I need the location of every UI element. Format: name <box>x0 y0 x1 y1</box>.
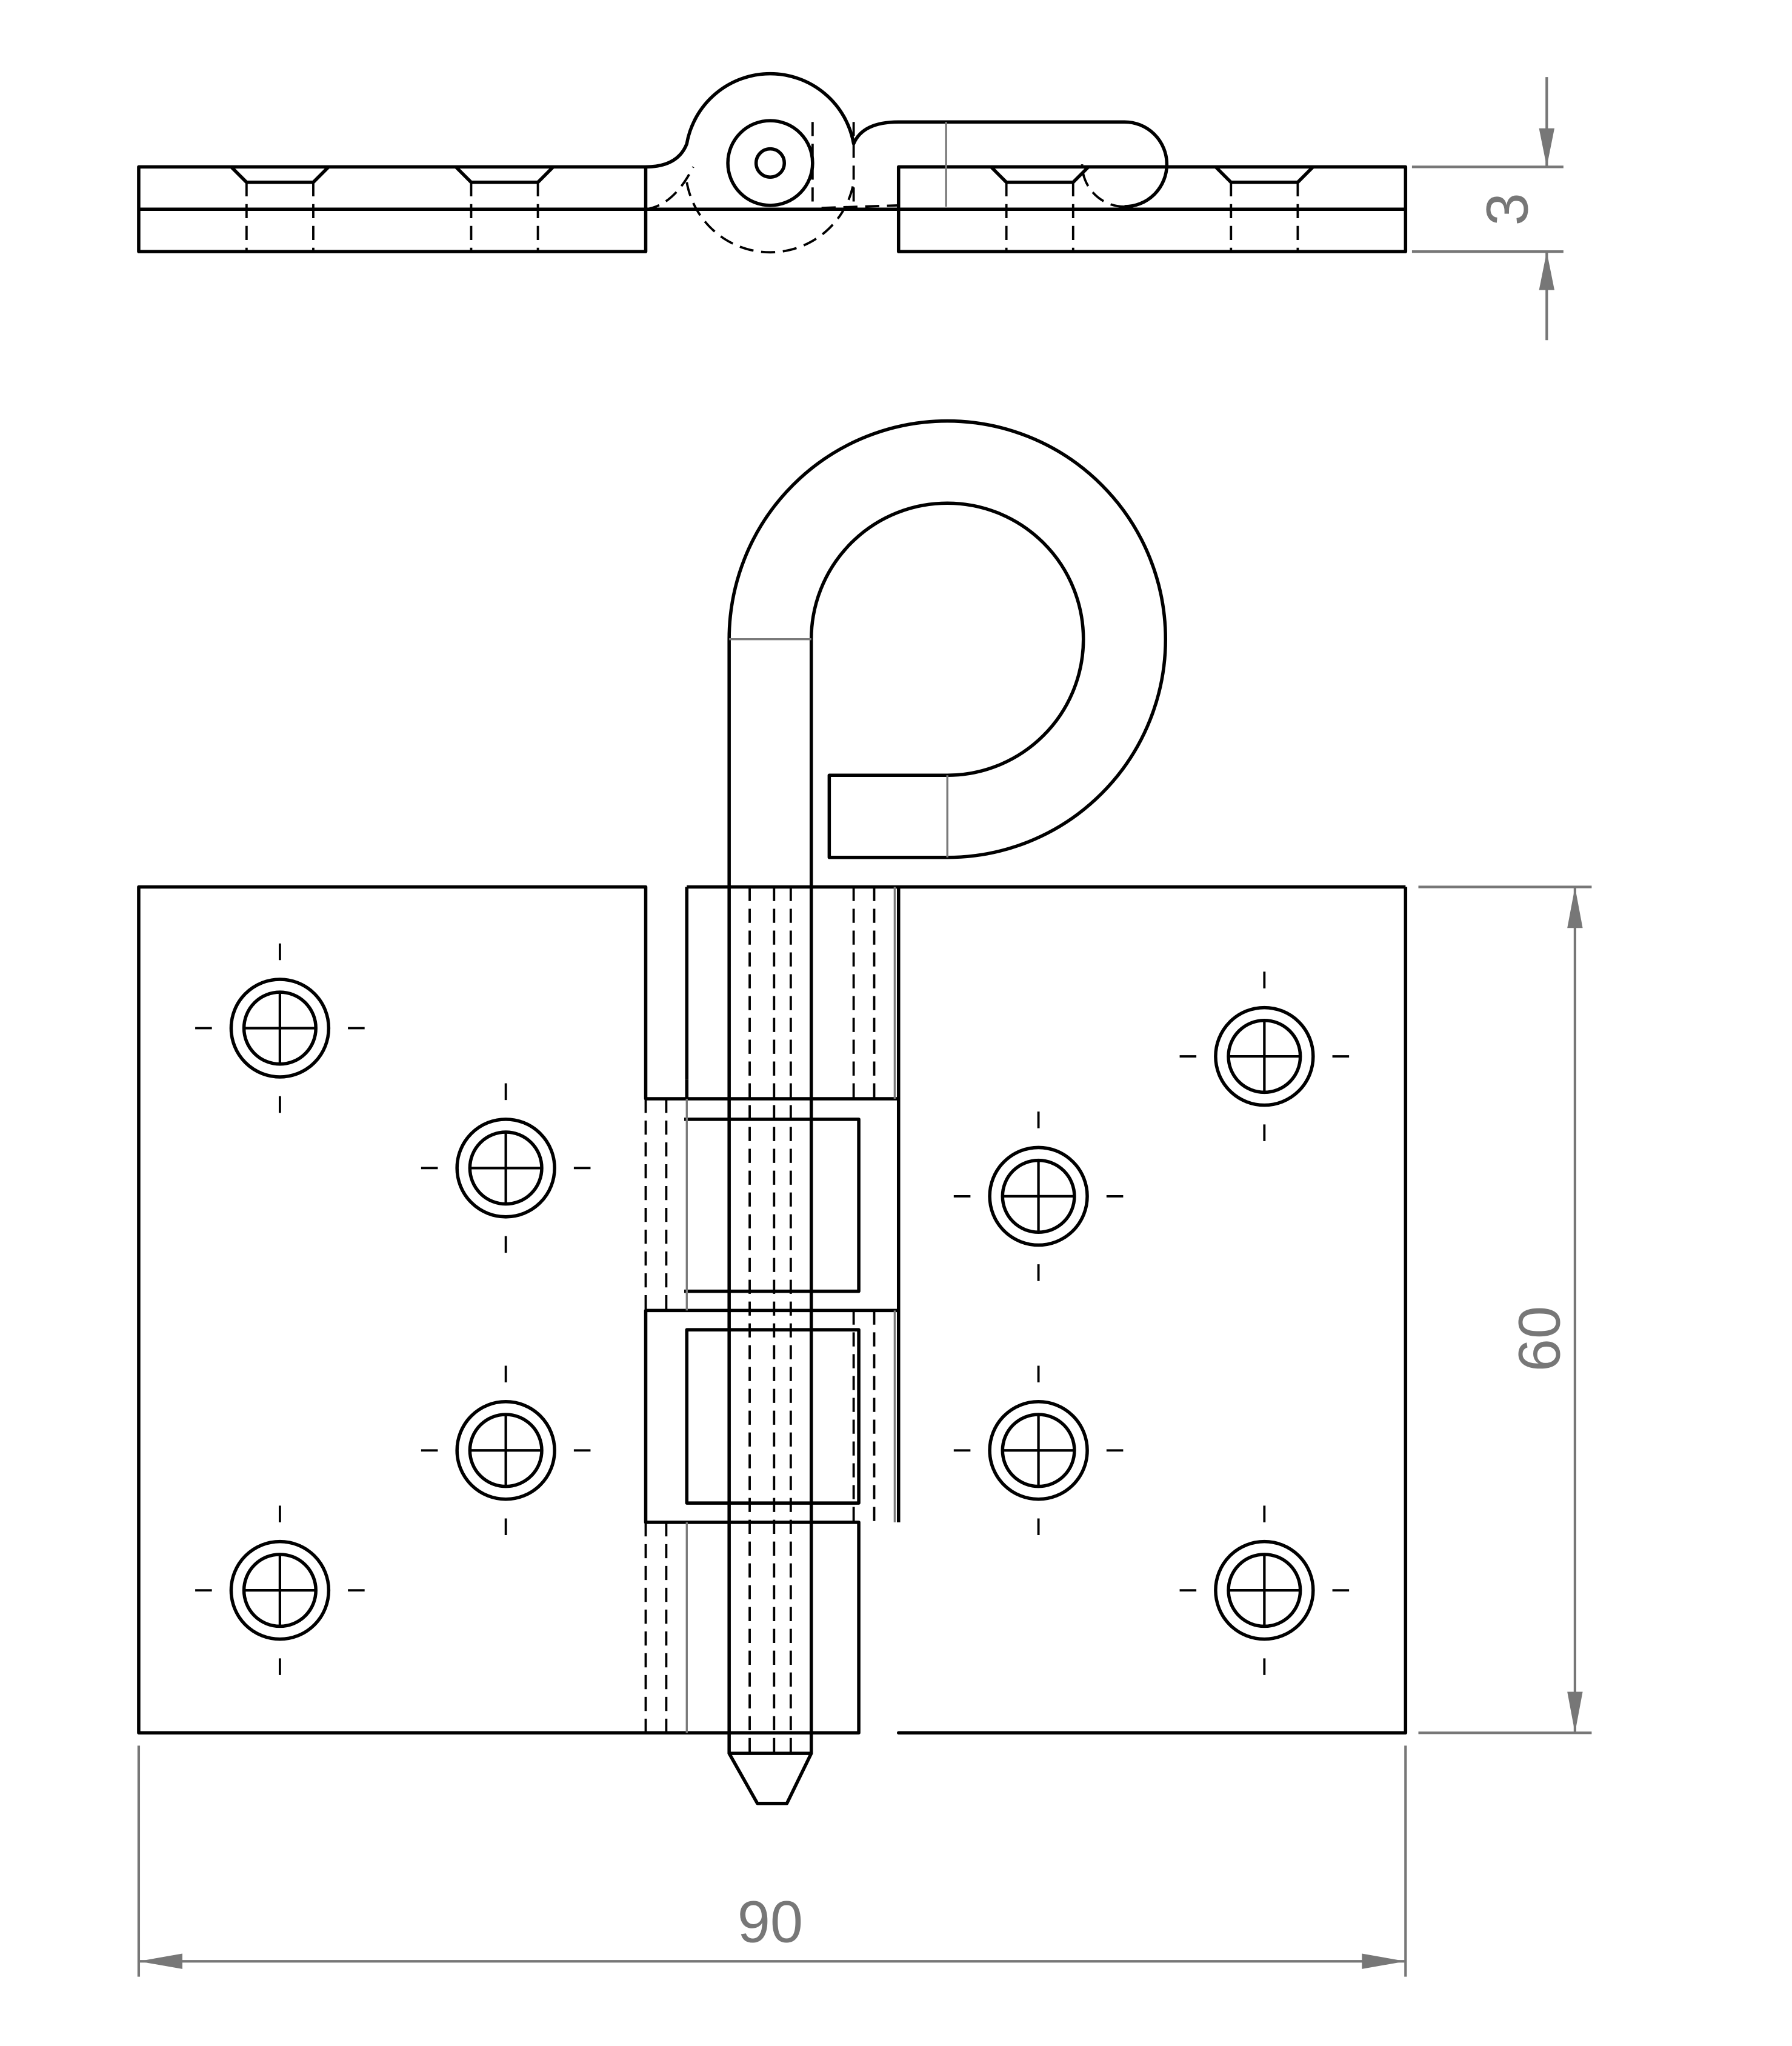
width-dimension: 90 <box>137 1745 1407 1977</box>
screw-holes <box>195 943 1350 1675</box>
top-view-pin-hole <box>754 147 786 179</box>
top-view-knuckle <box>645 72 1169 208</box>
screw-hole <box>953 1365 1124 1536</box>
thickness-dimension: 3 <box>1411 77 1564 341</box>
screw-hole <box>1179 971 1350 1141</box>
height-label: 60 <box>1506 1306 1572 1371</box>
screw-hole <box>195 1505 365 1675</box>
top-view-pin-outer <box>726 119 814 207</box>
front-view: 60 90 <box>137 419 1592 1977</box>
screw-hole <box>953 1111 1124 1281</box>
screw-hole <box>1179 1505 1350 1675</box>
width-label: 90 <box>738 1888 803 1954</box>
thickness-label: 3 <box>1474 193 1541 225</box>
height-dimension: 60 <box>1418 885 1592 1734</box>
top-view: 3 <box>137 72 1564 341</box>
screw-hole <box>421 1083 591 1253</box>
top-view-countersinks <box>230 165 1314 252</box>
pin-hook <box>727 419 1168 1754</box>
left-plate <box>137 885 901 1734</box>
screw-hole <box>195 943 365 1113</box>
pin-hidden-lines <box>644 887 896 1754</box>
pin-tip <box>727 1751 813 1805</box>
screw-hole <box>421 1365 591 1536</box>
